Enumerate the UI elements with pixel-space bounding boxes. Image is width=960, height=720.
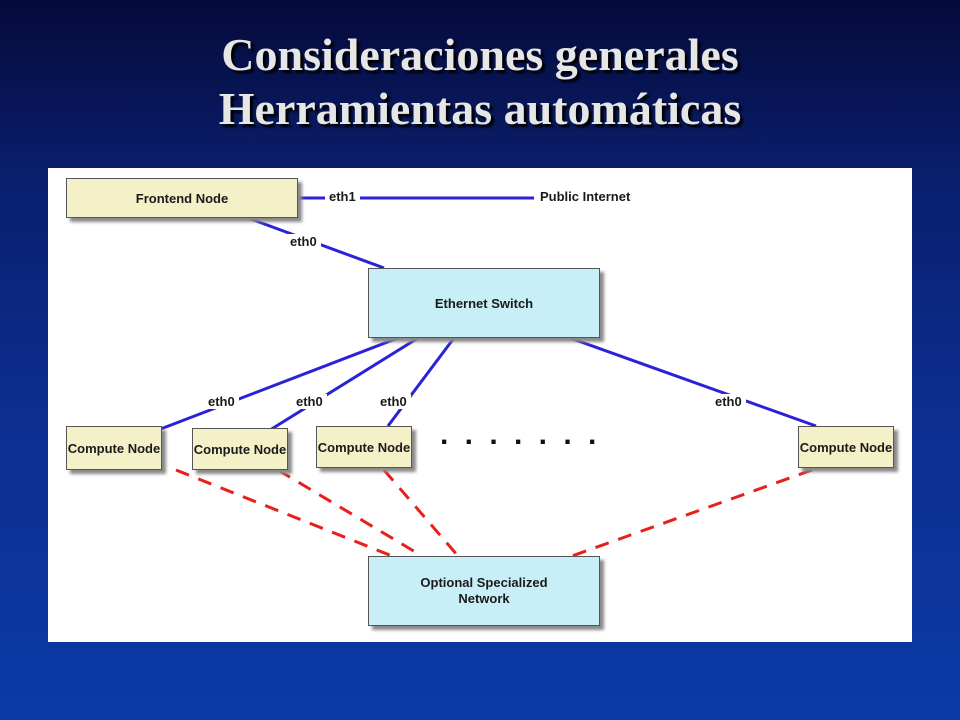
compute-node-4: Compute Node [798, 426, 894, 468]
optional-specialized-network-label: Optional Specialized Network [420, 575, 548, 606]
link-compute-2-specialized [277, 468, 423, 558]
optional-specialized-network: Optional Specialized Network [368, 556, 600, 626]
eth0-compute-3-label: eth0 [376, 394, 411, 409]
eth0-frontend-label: eth0 [286, 234, 321, 249]
compute-node-1: Compute Node [66, 426, 162, 470]
compute-node-3: Compute Node [316, 426, 412, 468]
compute-node-1-label: Compute Node [67, 440, 161, 456]
frontend-node-label: Frontend Node [135, 190, 229, 206]
title-line-2: Herramientas automáticas [218, 83, 742, 134]
compute-node-2-label: Compute Node [193, 441, 287, 457]
eth0-compute-1-label: eth0 [204, 394, 239, 409]
cluster-network-diagram: Frontend Node eth1 Public Internet eth0 … [48, 168, 912, 642]
eth1-label: eth1 [325, 189, 360, 204]
link-compute-4-specialized [571, 468, 813, 558]
link-compute-3-specialized [382, 469, 460, 557]
more-nodes-ellipsis: . . . . . . . [440, 418, 601, 451]
title-line-1: Consideraciones generales [221, 29, 739, 80]
slide-title: Consideraciones generales Herramientas a… [0, 28, 960, 136]
link-switch-compute-2 [269, 336, 419, 432]
link-switch-compute-3 [386, 337, 456, 427]
compute-node-3-label: Compute Node [317, 439, 411, 455]
compute-node-4-label: Compute Node [799, 439, 893, 455]
link-switch-compute-1 [157, 336, 399, 432]
eth0-compute-4-label: eth0 [711, 394, 746, 409]
ethernet-switch: Ethernet Switch [368, 268, 600, 338]
frontend-node: Frontend Node [66, 178, 298, 218]
ethernet-switch-label: Ethernet Switch [434, 295, 534, 311]
connection-lines [157, 196, 817, 558]
link-switch-compute-4 [569, 336, 817, 428]
public-internet-label: Public Internet [536, 189, 635, 204]
link-compute-1-specialized [175, 468, 393, 558]
compute-node-2: Compute Node [192, 428, 288, 470]
eth0-compute-2-label: eth0 [292, 394, 327, 409]
